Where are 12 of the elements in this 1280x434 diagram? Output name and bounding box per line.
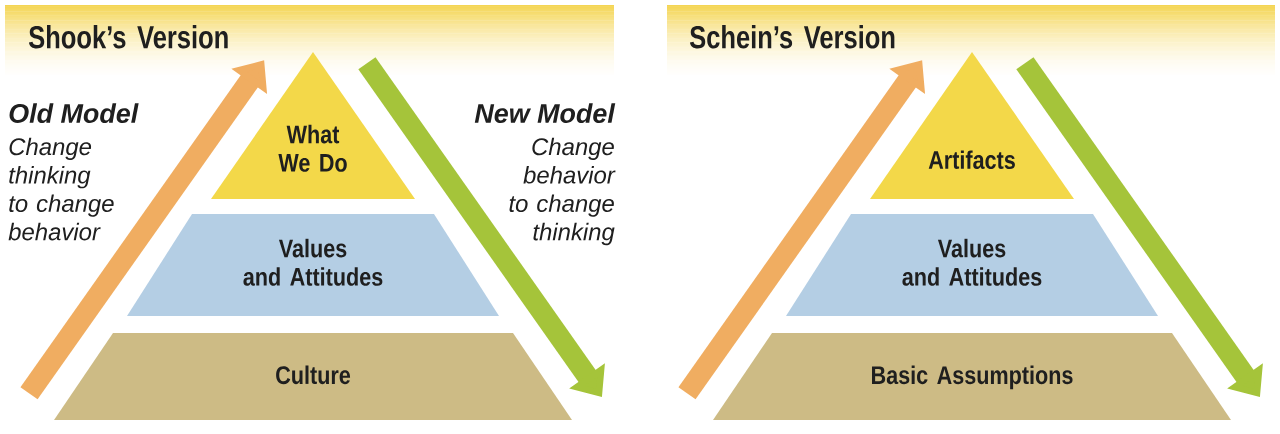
model-heading: Old Model [9,103,139,123]
pyramid-triangle: What We Do [211,52,415,199]
panel-title: Schein’s Version [689,25,895,49]
pyramid-trapezoid: Basic Assumptions [713,333,1231,420]
pyramid-trapezoid: Values and Attitudes [786,214,1158,316]
model-description: Change behavior to change thinking [509,137,616,246]
pyramid-triangle: Artifacts [870,52,1074,199]
panel-title: Shook’s Version [28,25,228,49]
pyramid-trapezoid: Values and Attitudes [127,214,499,316]
pyramid-trapezoid: Culture [54,333,572,420]
model-description: Change thinking to change behavior [8,137,114,241]
model-heading: New Model [474,103,616,123]
